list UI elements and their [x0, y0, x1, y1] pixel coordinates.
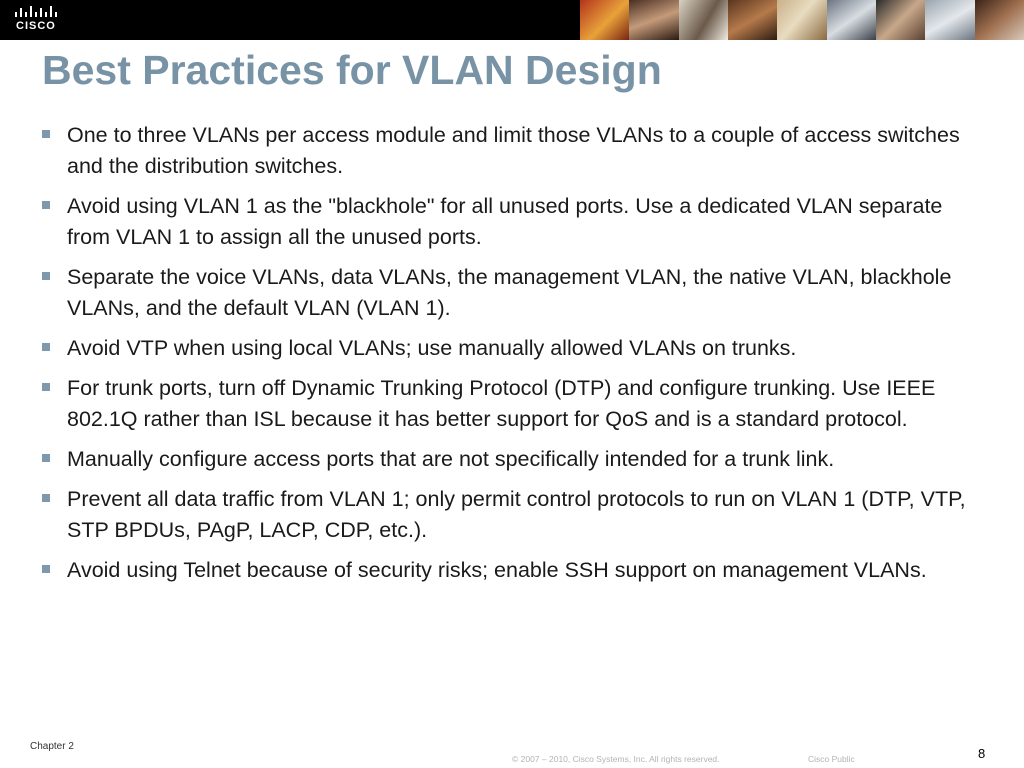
header-photo	[727, 0, 778, 40]
square-bullet-icon	[42, 272, 50, 280]
bullet-text: Separate the voice VLANs, data VLANs, th…	[67, 265, 952, 320]
bullet-item: Manually configure access ports that are…	[42, 444, 972, 475]
bullet-item: One to three VLANs per access module and…	[42, 120, 972, 182]
square-bullet-icon	[42, 201, 50, 209]
bullet-text: For trunk ports, turn off Dynamic Trunki…	[67, 376, 936, 431]
page-number: 8	[978, 746, 986, 761]
bullet-item: Avoid VTP when using local VLANs; use ma…	[42, 333, 972, 364]
header-photo	[678, 0, 728, 40]
header-photo	[580, 0, 630, 40]
bullet-text: Prevent all data traffic from VLAN 1; on…	[67, 487, 966, 542]
square-bullet-icon	[42, 565, 50, 573]
square-bullet-icon	[42, 454, 50, 462]
cisco-logo-text: CISCO	[16, 20, 56, 32]
header-photo	[875, 0, 926, 40]
header-photo	[826, 0, 876, 40]
bullet-text: One to three VLANs per access module and…	[67, 123, 960, 178]
bullet-list: One to three VLANs per access module and…	[42, 120, 972, 595]
square-bullet-icon	[42, 130, 50, 138]
bullet-text: Avoid VTP when using local VLANs; use ma…	[67, 336, 797, 360]
bullet-item: For trunk ports, turn off Dynamic Trunki…	[42, 373, 972, 435]
bullet-text: Avoid using VLAN 1 as the "blackhole" fo…	[67, 194, 943, 249]
slide-title: Best Practices for VLAN Design	[42, 47, 662, 93]
cisco-bridge-logo-icon	[15, 6, 57, 17]
bullet-text: Manually configure access ports that are…	[67, 447, 835, 471]
bullet-text: Avoid using Telnet because of security r…	[67, 558, 927, 582]
header-photo	[777, 0, 827, 40]
header-photo	[629, 0, 679, 40]
square-bullet-icon	[42, 383, 50, 391]
header-photo	[974, 0, 1024, 40]
header-photo	[925, 0, 975, 40]
bullet-item: Separate the voice VLANs, data VLANs, th…	[42, 262, 972, 324]
bullet-item: Prevent all data traffic from VLAN 1; on…	[42, 484, 972, 546]
cisco-logo: CISCO	[14, 5, 64, 35]
bullet-item: Avoid using Telnet because of security r…	[42, 555, 972, 586]
square-bullet-icon	[42, 494, 50, 502]
footer-copyright: © 2007 – 2010, Cisco Systems, Inc. All r…	[512, 754, 720, 764]
square-bullet-icon	[42, 343, 50, 351]
footer-chapter: Chapter 2	[30, 741, 74, 752]
header-photo-strip	[580, 0, 1024, 40]
footer-classification: Cisco Public	[808, 754, 855, 764]
header-band: CISCO	[0, 0, 1024, 40]
bullet-item: Avoid using VLAN 1 as the "blackhole" fo…	[42, 191, 972, 253]
